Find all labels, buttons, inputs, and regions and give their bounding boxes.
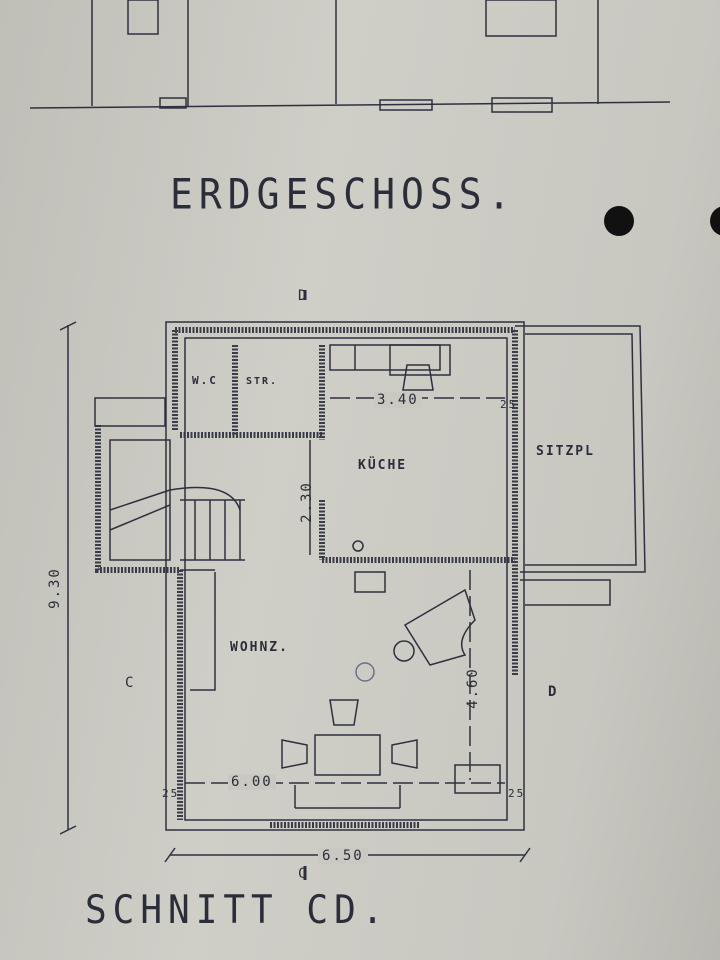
section-marker-left: C — [125, 675, 136, 691]
section-label: SCHNITT CD. — [85, 887, 390, 934]
punch-hole — [710, 206, 720, 236]
dimension-total-height: 9.30 — [46, 567, 63, 609]
section-marker-right: D — [548, 684, 559, 700]
room-label-wc: W.C — [192, 374, 218, 387]
walls — [95, 327, 518, 828]
dimension-living-depth: 4.60 — [464, 667, 481, 709]
section-marker-top: D — [298, 288, 309, 304]
thin-lines — [59, 290, 646, 880]
punch-hole — [604, 206, 634, 236]
section-marker-bottom: C — [298, 866, 309, 882]
drawing-title: ERDGESCHOSS. — [170, 169, 517, 219]
dimension-wall-left: 25 — [162, 787, 180, 800]
dimension-total-width: 6.50 — [318, 848, 368, 864]
dimension-inner-width: 6.00 — [228, 774, 276, 790]
elevation-remnant — [29, 0, 671, 113]
dimension-wall-right: 25 — [508, 787, 526, 800]
staircase — [109, 439, 245, 561]
dimension-wall-kitchen: 25 — [500, 398, 518, 411]
dimension-kitchen-width: 3.40 — [374, 392, 422, 408]
room-label-living: WOHNZ. — [230, 640, 289, 655]
dimension-hall-depth: 2.30 — [298, 481, 315, 523]
room-label-seating: SITZPL — [536, 444, 595, 459]
room-label-storage: STR. — [246, 376, 279, 387]
room-label-kitchen: KÜCHE — [358, 458, 408, 473]
